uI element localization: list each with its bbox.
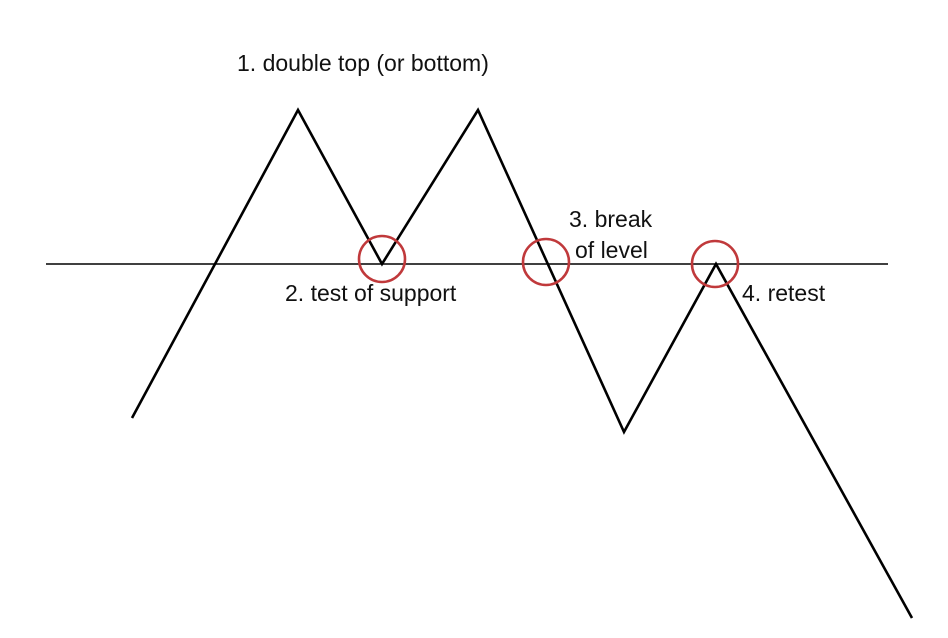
label-double-top: 1. double top (or bottom) — [237, 50, 489, 76]
label-break-line1: 3. break — [569, 206, 653, 232]
label-retest: 4. retest — [742, 280, 826, 306]
break-of-level-circle — [521, 237, 571, 287]
test-of-support-circle — [357, 234, 407, 284]
label-break-line2: of level — [575, 237, 648, 263]
label-test-of-support: 2. test of support — [285, 280, 457, 306]
retest-circle — [690, 239, 740, 289]
price-path — [130, 107, 914, 619]
